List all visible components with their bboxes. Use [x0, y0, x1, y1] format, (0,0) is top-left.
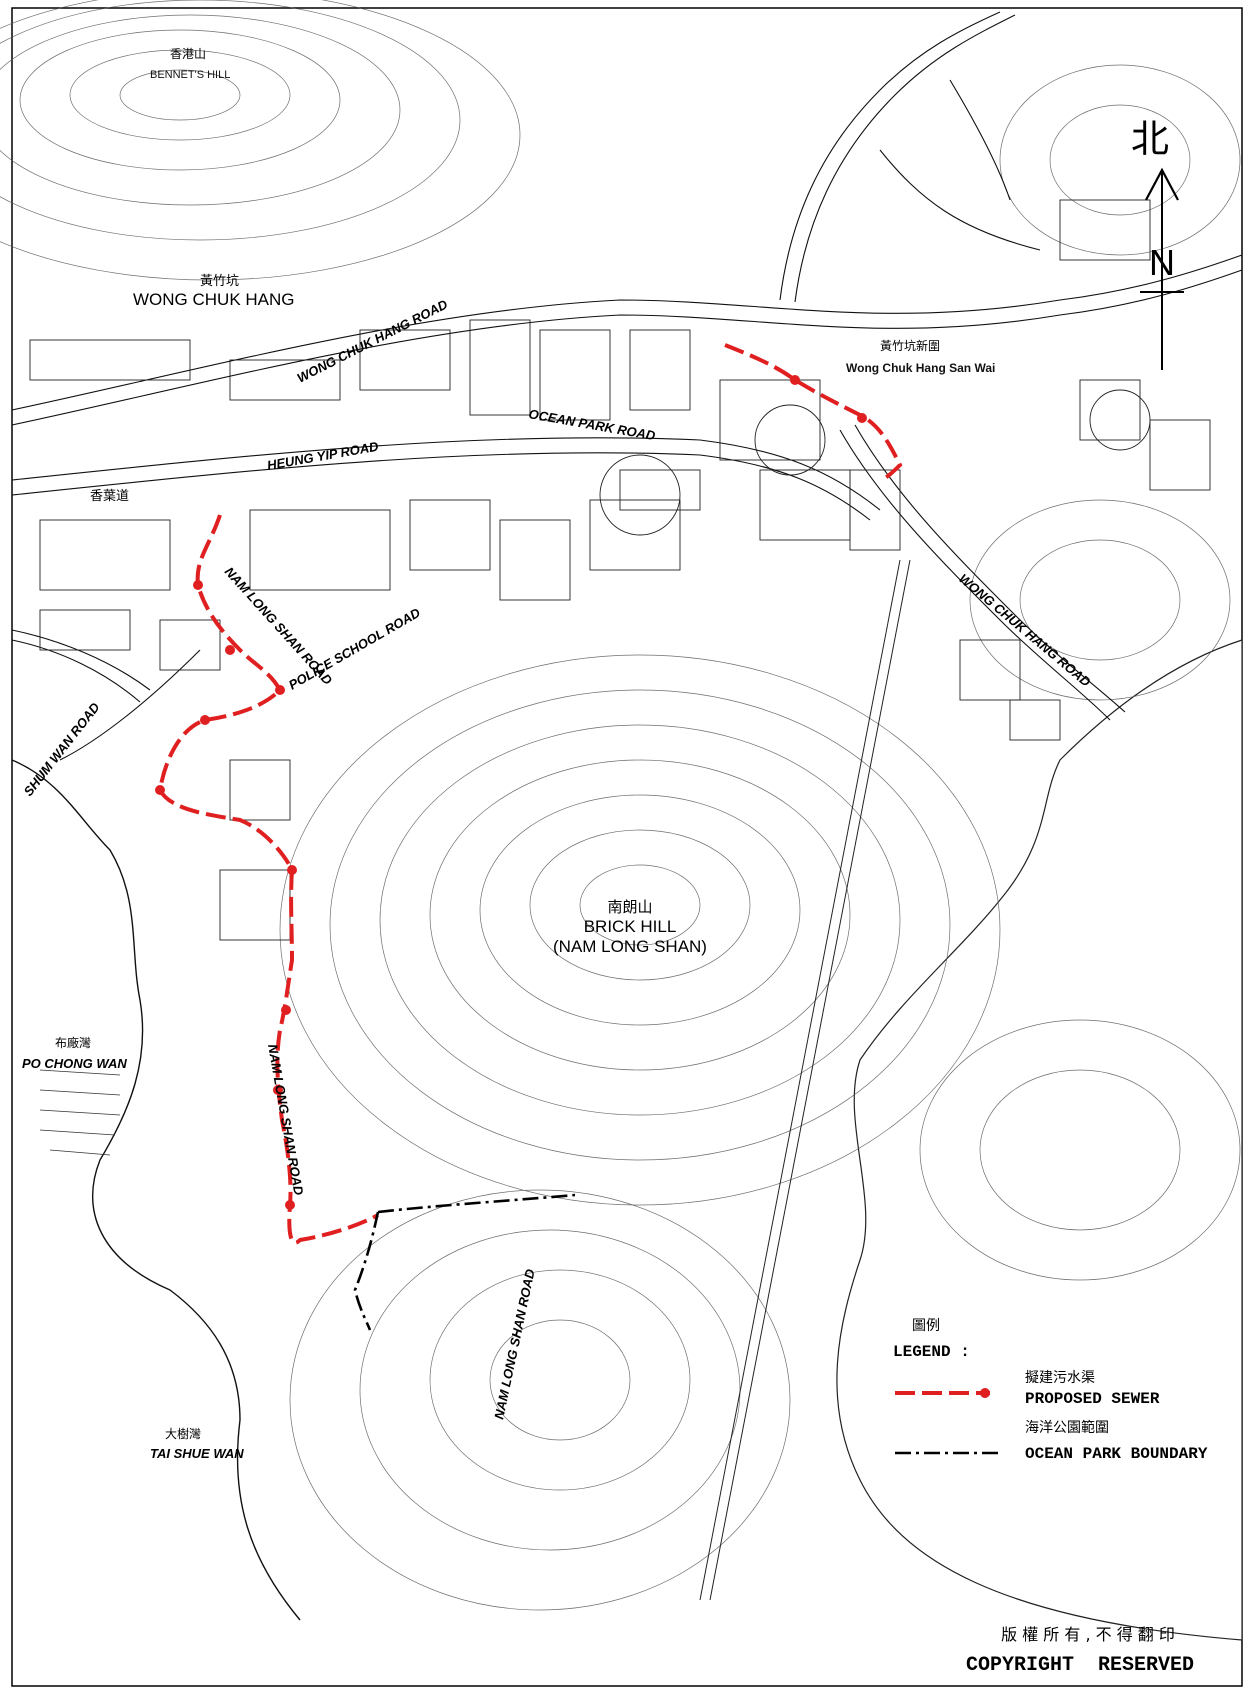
- north-label-en: N: [1149, 242, 1175, 283]
- marina-piers: [39, 1069, 121, 1156]
- place-wong-chuk-hang-zh: 黃竹坑: [200, 274, 239, 289]
- contour-lines: [0, 0, 1241, 1611]
- place-po-chong-wan-zh: 布廠灣: [55, 1035, 91, 1050]
- legend-sewer-label: PROPOSED SEWER: [1025, 1390, 1160, 1408]
- cable-car-line: [699, 559, 911, 1601]
- place-nam-long-shan: (NAM LONG SHAN): [553, 937, 707, 956]
- legend-sewer-label-zh: 擬建污水渠: [1025, 1370, 1095, 1386]
- west-coastline: [11, 759, 301, 1621]
- north-arrow: 北 N: [1131, 117, 1184, 370]
- road-heung-yip-road-zh: 香葉道: [90, 489, 129, 504]
- legend-boundary-label-zh: 海洋公園範圍: [1025, 1419, 1109, 1436]
- place-brick-hill: BRICK HILL: [584, 917, 677, 936]
- road-network: [11, 11, 1243, 761]
- copyright-en: COPYRIGHT RESERVED: [966, 1654, 1194, 1677]
- place-bennets-hill-zh: 香港山: [170, 47, 206, 61]
- legend-sewer-node: [980, 1388, 990, 1398]
- building-blocks: [29, 199, 1211, 941]
- copyright-zh: 版 權 所 有 , 不 得 翻 印: [1001, 1625, 1175, 1644]
- place-bennets-hill: BENNET'S HILL: [150, 69, 230, 81]
- place-tai-shue-wan-zh: 大樹灣: [165, 1427, 201, 1441]
- place-wchsw: Wong Chuk Hang San Wai: [846, 361, 995, 375]
- place-wong-chuk-hang: WONG CHUK HANG: [133, 290, 295, 309]
- sea-area: [836, 639, 1243, 1641]
- proposed-sewer-west: [155, 514, 379, 1245]
- legend-title: LEGEND :: [893, 1343, 970, 1361]
- north-label-zh: 北: [1131, 117, 1169, 161]
- proposed-sewer-east: [724, 343, 903, 480]
- place-po-chong-wan: PO CHONG WAN: [22, 1056, 127, 1071]
- legend-boundary-label: OCEAN PARK BOUNDARY: [1025, 1445, 1208, 1463]
- place-tai-shue-wan: TAI SHUE WAN: [150, 1446, 244, 1461]
- ocean-park-boundary: [353, 1193, 576, 1331]
- place-brick-hill-zh: 南朗山: [607, 898, 652, 916]
- place-wchsw-zh: 黃竹坑新圍: [880, 338, 940, 353]
- legend-title-zh: 圖例: [912, 1318, 940, 1334]
- legend: 圖例 LEGEND : 擬建污水渠 PROPOSED SEWER 海洋公園範圍 …: [893, 1318, 1208, 1463]
